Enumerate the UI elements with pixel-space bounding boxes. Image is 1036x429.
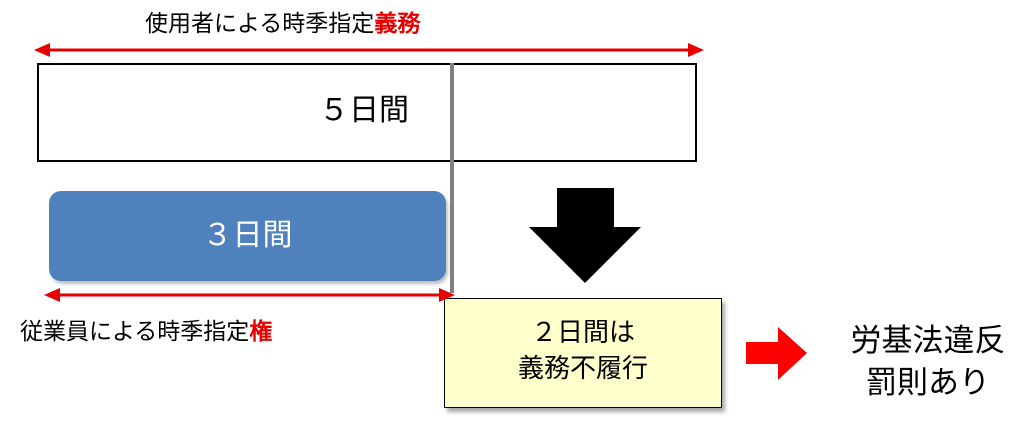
unfulfilled-days-line2: 義務不履行 [517,354,648,384]
consequence-text: 労基法違反 罰則あり [830,320,1026,404]
right-arrow-icon [746,327,807,380]
five-day-box: ５日間 [37,63,697,162]
down-arrow-icon [529,188,641,283]
employer-span-arrow [34,43,704,57]
unfulfilled-days-box: ２日間は 義務不履行 [444,298,722,408]
employer-obligation-caption: 使用者による時季指定義務 [145,10,420,38]
employee-span-arrow [44,288,455,302]
five-day-label: ５日間 [319,93,409,128]
employee-right-text: 従業員による時季指定 [20,319,250,345]
three-day-label: ３日間 [202,218,293,253]
three-day-box: ３日間 [49,191,446,281]
consequence-line1: 労基法違反 [850,323,1006,359]
employer-obligation-text: 使用者による時季指定 [145,11,375,37]
employer-obligation-highlight: 義務 [374,11,421,37]
unfulfilled-days-line1: ２日間は [530,318,635,348]
employee-right-caption: 従業員による時季指定権 [20,318,272,346]
employee-right-highlight: 権 [249,319,273,345]
consequence-line2: 罰則あり [866,365,990,401]
